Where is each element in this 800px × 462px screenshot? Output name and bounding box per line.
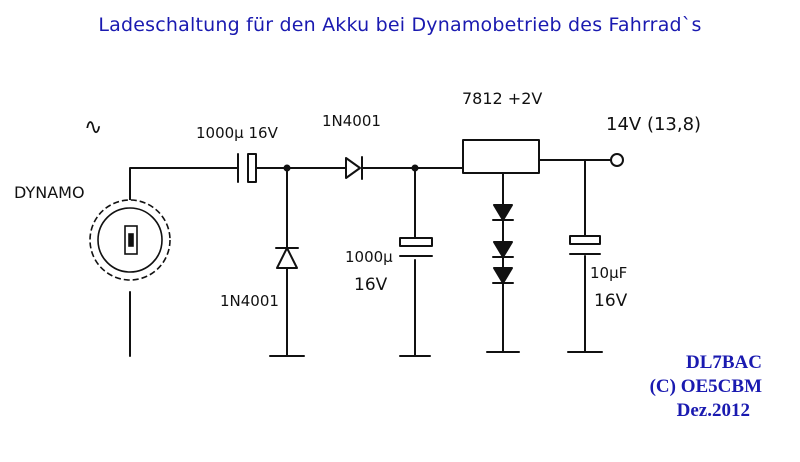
- cap2-voltage-label: 16V: [354, 275, 388, 295]
- output-voltage-label: 14V (13,8): [606, 114, 701, 135]
- regulator-label: 7812 +2V: [462, 89, 542, 108]
- cap1-label: 1000µ 16V: [196, 124, 279, 142]
- diode-series: [345, 156, 363, 180]
- regulator-7812: [462, 139, 540, 174]
- ac-symbol-label: ∿: [84, 115, 102, 140]
- cap2-value-label: 1000µ: [345, 248, 393, 266]
- output-terminal: [610, 153, 624, 167]
- dynamo-label: DYNAMO: [14, 183, 85, 202]
- dynamo-symbol: [89, 199, 171, 281]
- diode-shunt: [275, 247, 299, 269]
- schematic-title: Ladeschaltung für den Akku bei Dynamobet…: [98, 14, 702, 36]
- diode-shunt-label: 1N4001: [220, 292, 279, 310]
- diode-stack-2: [492, 241, 514, 258]
- cap3-value-label: 10µF: [590, 264, 627, 282]
- capacitor-10u-output: [569, 235, 601, 255]
- diode-series-label: 1N4001: [322, 112, 381, 130]
- cap3-voltage-label: 16V: [594, 291, 628, 311]
- diode-stack-3: [492, 267, 514, 284]
- capacitor-1000u-input: [237, 153, 257, 183]
- credit-date: Dez.2012: [676, 400, 750, 421]
- credit-callsign: DL7BAC: [685, 352, 762, 373]
- capacitor-1000u-middle: [399, 237, 433, 257]
- credit-copyright: (C) OE5CBM: [649, 376, 762, 397]
- diode-stack-1: [492, 204, 514, 221]
